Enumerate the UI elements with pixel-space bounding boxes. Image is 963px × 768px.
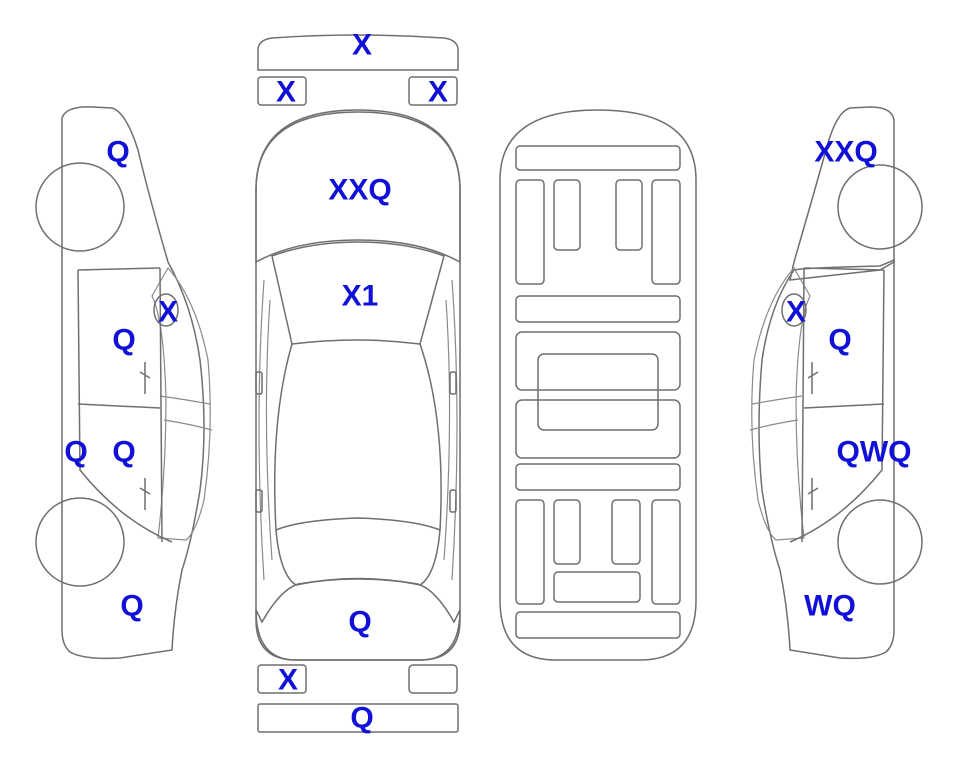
label-front-bumper: X xyxy=(352,29,372,62)
trunk xyxy=(255,578,461,661)
left-taillight xyxy=(257,664,307,694)
label-right-mirror: X xyxy=(786,296,806,329)
label-hood: X1 xyxy=(342,280,379,313)
right-side-view: XXQ X Q QWQ WQ xyxy=(749,106,923,660)
label-trunk: Q xyxy=(348,606,371,639)
label-left-rear-quarter: Q xyxy=(120,590,143,623)
hood xyxy=(271,241,445,345)
label-left-mirror: X xyxy=(158,296,178,329)
right-headlight xyxy=(408,76,458,106)
label-right-rear-quarter: WQ xyxy=(804,590,856,623)
label-left-headlight: X xyxy=(276,76,296,109)
front-bumper xyxy=(257,34,459,71)
right-side-lower-body xyxy=(758,258,895,660)
top-view: X X X XXQ X1 Q X Q xyxy=(255,29,461,735)
rear-bumper xyxy=(257,703,459,733)
left-headlight xyxy=(257,76,307,106)
right-front-wheel xyxy=(837,164,923,250)
underbody-view xyxy=(499,109,697,661)
right-taillight xyxy=(408,664,458,694)
label-left-rocker: Q xyxy=(64,436,87,469)
label-right-pillar: XXQ xyxy=(814,136,877,169)
label-right-rear-door: QWQ xyxy=(837,436,912,469)
label-left-rear-door: Q xyxy=(112,436,135,469)
label-right-front-door: Q xyxy=(828,324,851,357)
label-right-headlight: X xyxy=(428,76,448,109)
left-side-body xyxy=(61,106,205,660)
label-left-front-door: Q xyxy=(112,324,135,357)
label-left-front-fender: Q xyxy=(106,136,129,169)
left-front-wheel xyxy=(35,162,125,252)
left-rear-wheel xyxy=(35,497,125,587)
left-side-mirror xyxy=(153,293,179,327)
left-side-view: Q X Q Q Q Q xyxy=(35,106,213,660)
label-windshield: XXQ xyxy=(328,174,391,207)
right-side-windshield-pillar xyxy=(789,106,895,281)
right-side-mirror xyxy=(781,293,807,327)
label-left-taillight: X xyxy=(278,664,298,697)
right-rear-wheel xyxy=(837,499,923,585)
label-rear-bumper: Q xyxy=(350,702,373,735)
windshield xyxy=(255,111,461,264)
